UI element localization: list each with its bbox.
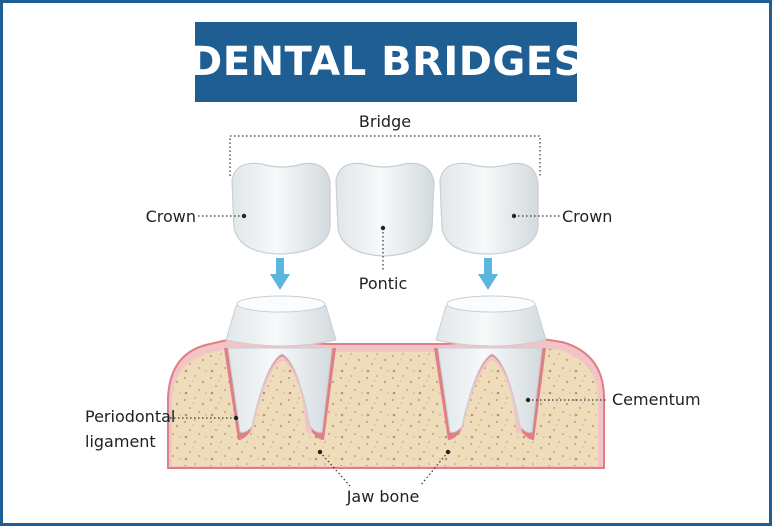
page-title: DENTAL BRIDGES <box>189 39 583 85</box>
arrow-left <box>270 258 290 290</box>
bridge <box>231 162 539 257</box>
label-periodontal-line1: Periodontal <box>85 407 175 426</box>
label-crown-right: Crown <box>562 207 612 226</box>
pontic <box>335 162 435 257</box>
title-banner: DENTAL BRIDGES <box>189 22 582 102</box>
right-abutment-tooth <box>434 295 547 440</box>
label-pontic: Pontic <box>359 274 408 293</box>
left-abutment-tooth <box>224 295 337 440</box>
leader-jaw-bone <box>319 451 449 487</box>
label-crown-left: Crown <box>146 207 196 226</box>
left-crown <box>231 162 331 255</box>
bridge-bracket <box>229 135 541 176</box>
label-jaw-bone: Jaw bone <box>346 487 420 506</box>
label-periodontal-line2: ligament <box>85 432 156 451</box>
label-bridge: Bridge <box>359 112 411 131</box>
right-crown <box>439 162 539 255</box>
label-cementum: Cementum <box>612 390 701 409</box>
arrow-right <box>478 258 498 290</box>
